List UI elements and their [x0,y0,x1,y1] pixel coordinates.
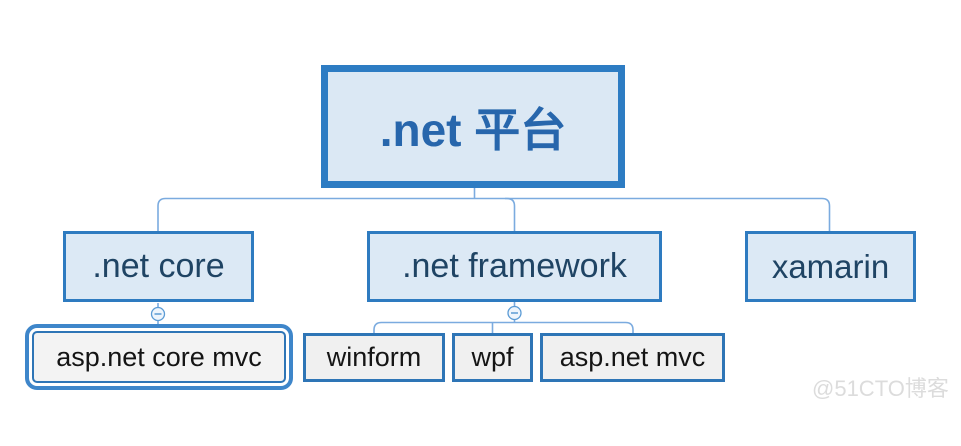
node-dotnet-platform-label: .net 平台 [379,103,567,156]
node-winform[interactable]: winform [303,333,445,382]
node-xamarin[interactable]: xamarin [745,231,916,302]
node-aspnet-mvc-label: asp.net mvc [559,342,706,372]
connector-framework-rail [373,319,634,333]
collapse-icon-netcore[interactable] [150,306,166,322]
node-aspnet-core-mvc[interactable]: asp.net core mvc [32,331,286,383]
collapse-icon-framework[interactable] [507,305,522,321]
node-dotnet-core[interactable]: .net core [63,231,254,302]
node-xamarin-label: xamarin [771,247,890,285]
node-aspnet-core-mvc-selected[interactable]: asp.net core mvc [25,324,293,390]
node-wpf[interactable]: wpf [452,333,533,382]
node-dotnet-platform[interactable]: .net 平台 [321,65,625,188]
watermark: @51CTO博客 [812,376,949,401]
node-aspnet-core-mvc-label: asp.net core mvc [56,341,262,372]
connector-to-framework [505,197,516,231]
node-aspnet-mvc[interactable]: asp.net mvc [540,333,725,382]
node-dotnet-framework-label: .net framework [402,247,627,285]
node-dotnet-framework[interactable]: .net framework [367,231,662,302]
node-winform-label: winform [326,342,422,372]
node-wpf-label: wpf [471,342,514,372]
connector-level1-rail [157,197,831,233]
node-dotnet-core-label: .net core [92,247,225,285]
